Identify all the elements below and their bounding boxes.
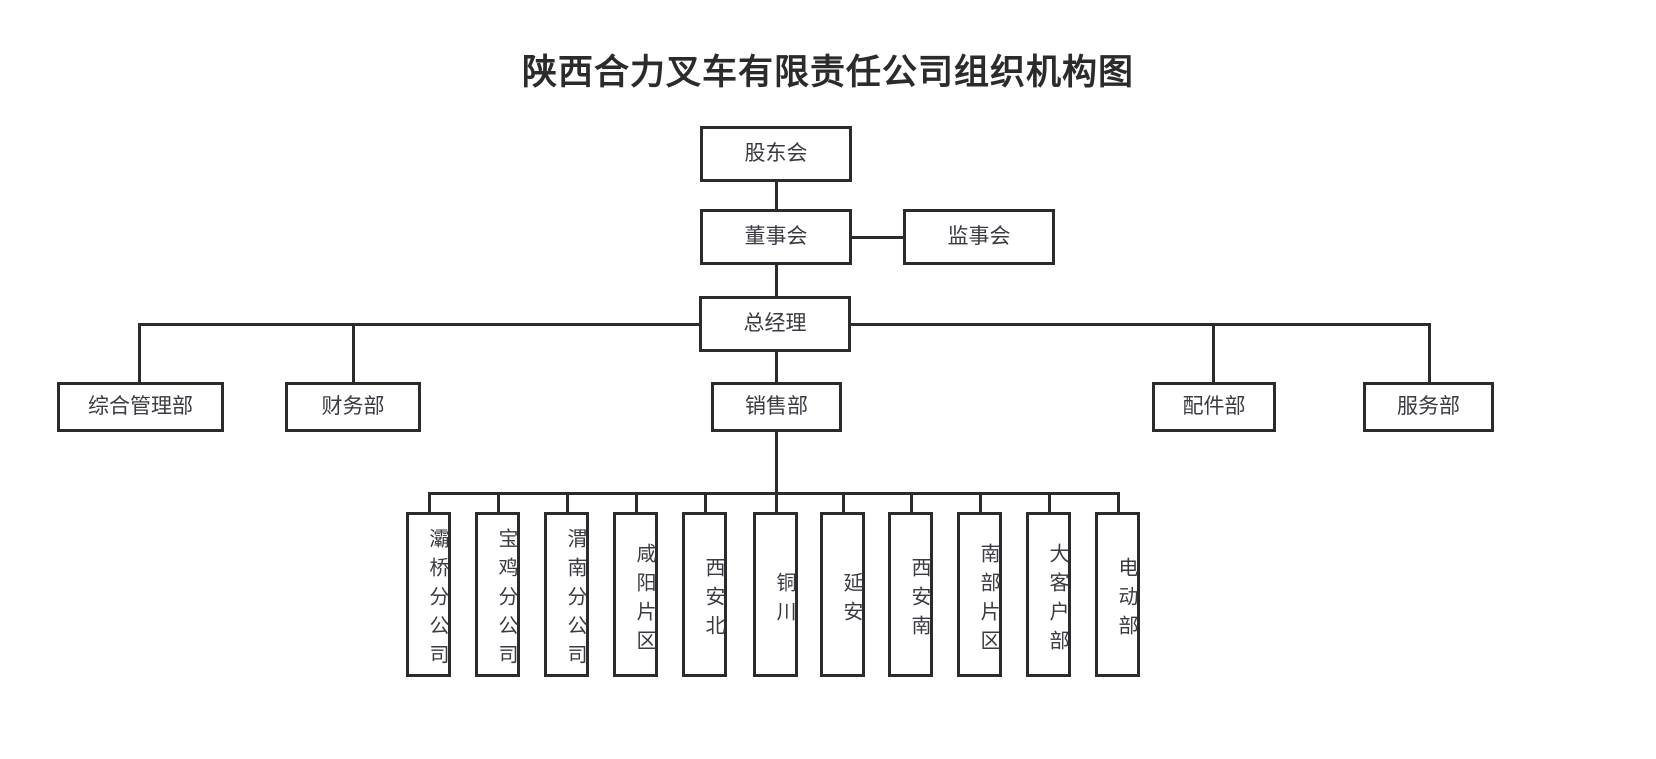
connector-drop-tongchuan — [775, 492, 778, 513]
node-board-of-directors[interactable]: 董事会 — [700, 209, 852, 265]
connector-drop-admin — [138, 323, 141, 383]
node-branch-electric[interactable]: 电动部 — [1095, 512, 1140, 677]
connector-drop-service — [1428, 323, 1431, 383]
node-branch-key-accounts[interactable]: 大客户部 — [1026, 512, 1071, 677]
connector-drop-xianbei — [704, 492, 707, 513]
connector-drop-weinan — [566, 492, 569, 513]
connector-drop-parts — [1212, 323, 1215, 383]
connector-branch-bus — [428, 492, 1117, 495]
connector-drop-xianyang — [635, 492, 638, 513]
node-branch-yanan[interactable]: 延安 — [820, 512, 865, 677]
node-general-manager[interactable]: 总经理 — [699, 296, 851, 352]
node-branch-baoji[interactable]: 宝鸡分公司 — [475, 512, 520, 677]
connector-drop-nanbu — [979, 492, 982, 513]
node-dept-service[interactable]: 服务部 — [1363, 382, 1494, 432]
connector-drop-finance — [352, 323, 355, 383]
connector-drop-yanan — [842, 492, 845, 513]
node-dept-general-admin[interactable]: 综合管理部 — [57, 382, 224, 432]
page-title: 陕西合力叉车有限责任公司组织机构图 — [521, 53, 1134, 92]
connector-board-to-gm — [775, 264, 778, 298]
connector-sales-to-branch-bus — [775, 430, 778, 493]
node-branch-xianyang[interactable]: 咸阳片区 — [613, 512, 658, 677]
connector-drop-xiannan — [910, 492, 913, 513]
node-dept-parts[interactable]: 配件部 — [1152, 382, 1276, 432]
connector-board-to-supervisory — [851, 236, 905, 239]
node-branch-weinan[interactable]: 渭南分公司 — [544, 512, 589, 677]
node-dept-finance[interactable]: 财务部 — [285, 382, 421, 432]
connector-drop-sales — [775, 352, 778, 383]
node-branch-baqiao[interactable]: 灞桥分公司 — [406, 512, 451, 677]
node-branch-xian-south[interactable]: 西安南 — [888, 512, 933, 677]
connector-drop-baqiao — [428, 492, 431, 513]
connector-shareholders-to-board — [775, 181, 778, 210]
connector-drop-keyaccts — [1048, 492, 1051, 513]
node-branch-southern-district[interactable]: 南部片区 — [957, 512, 1002, 677]
node-shareholders[interactable]: 股东会 — [700, 126, 852, 182]
connector-drop-electric — [1117, 492, 1120, 513]
node-dept-sales[interactable]: 销售部 — [711, 382, 842, 432]
connector-drop-baoji — [497, 492, 500, 513]
node-branch-tongchuan[interactable]: 铜川 — [753, 512, 798, 677]
node-branch-xian-north[interactable]: 西安北 — [682, 512, 727, 677]
node-supervisory-board[interactable]: 监事会 — [903, 209, 1055, 265]
